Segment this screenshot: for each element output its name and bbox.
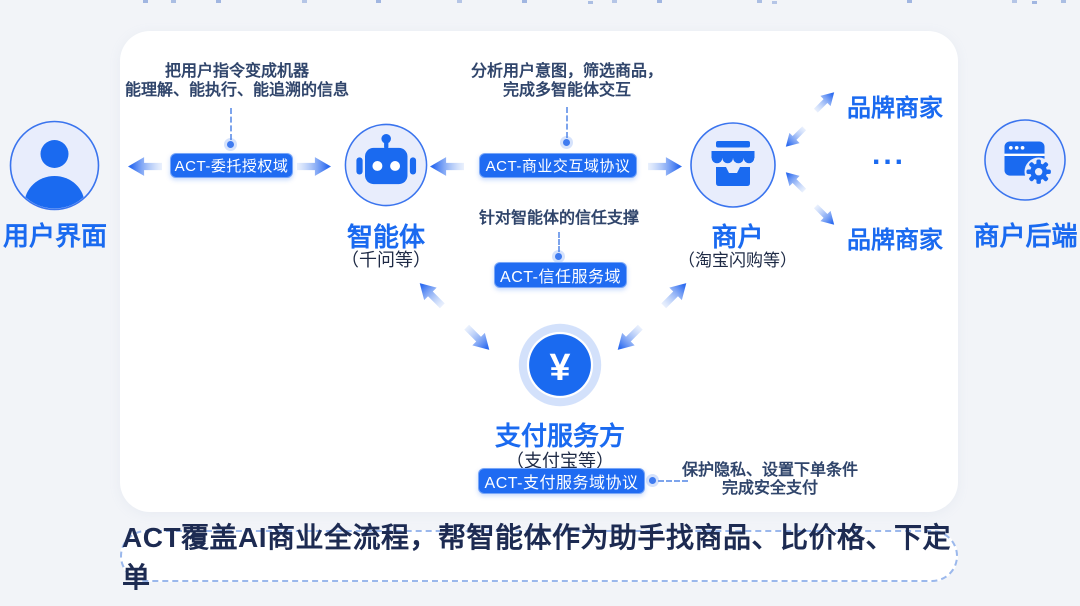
payment-label: 支付服务方 xyxy=(494,421,625,451)
more-brands-ellipsis: ... xyxy=(872,138,907,171)
cropped-top-text xyxy=(143,0,148,3)
arrow-right-icon xyxy=(648,157,682,176)
merchant-sublabel: （淘宝闪购等） xyxy=(678,251,797,270)
arrow-right-icon xyxy=(297,157,331,176)
robot-icon xyxy=(344,123,428,207)
trust-protocol-pill: ACT-信任服务域 xyxy=(494,262,627,288)
brand-merchant-top-label: 品牌商家 xyxy=(847,95,943,122)
delegation-connector xyxy=(230,108,232,140)
storefront-icon xyxy=(690,122,776,208)
agent-label: 智能体 xyxy=(346,222,425,252)
arrow-left-icon xyxy=(128,157,162,176)
delegation-note: 把用户指令变成机器 能理解、能执行、能追溯的信息 xyxy=(124,63,349,99)
browser-gear-icon xyxy=(984,119,1066,201)
arrow-left-icon xyxy=(430,157,464,176)
trust-connector xyxy=(558,232,560,252)
payment-note: 保护隐私、设置下单条件 完成安全支付 xyxy=(681,462,858,497)
commerce-connector-dot xyxy=(563,139,570,146)
yen-coin-icon: ¥ xyxy=(518,323,602,407)
bottom-banner-text: ACT覆盖AI商业全流程，帮智能体作为助手找商品、比价格、下定单 xyxy=(122,522,952,593)
commerce-note: 分析用户意图，筛选商品， 完成多智能体交互 xyxy=(470,63,663,99)
backend-label: 商户后端 xyxy=(973,221,1078,251)
trust-connector-dot xyxy=(555,253,562,260)
payment-connector-dot xyxy=(649,477,656,484)
brand-merchant-bottom-label: 品牌商家 xyxy=(847,227,943,254)
agent-sublabel: （千问等） xyxy=(341,250,431,270)
payment-sublabel: （支付宝等） xyxy=(506,451,614,471)
svg-text:¥: ¥ xyxy=(550,346,571,388)
user-icon xyxy=(9,120,100,211)
user-label: 用户界面 xyxy=(2,221,107,251)
delegation-connector-dot xyxy=(227,141,234,148)
commerce-protocol-pill: ACT-商业交互域协议 xyxy=(479,153,637,178)
merchant-label: 商户 xyxy=(711,222,764,252)
trust-note: 针对智能体的信任支撑 xyxy=(478,210,639,227)
delegation-protocol-pill: ACT-委托授权域 xyxy=(170,153,293,178)
commerce-connector xyxy=(566,107,568,138)
payment-connector xyxy=(658,480,688,482)
payment-protocol-pill: ACT-支付服务域协议 xyxy=(478,468,645,494)
bottom-banner: ACT覆盖AI商业全流程，帮智能体作为助手找商品、比价格、下定单 xyxy=(120,522,958,593)
